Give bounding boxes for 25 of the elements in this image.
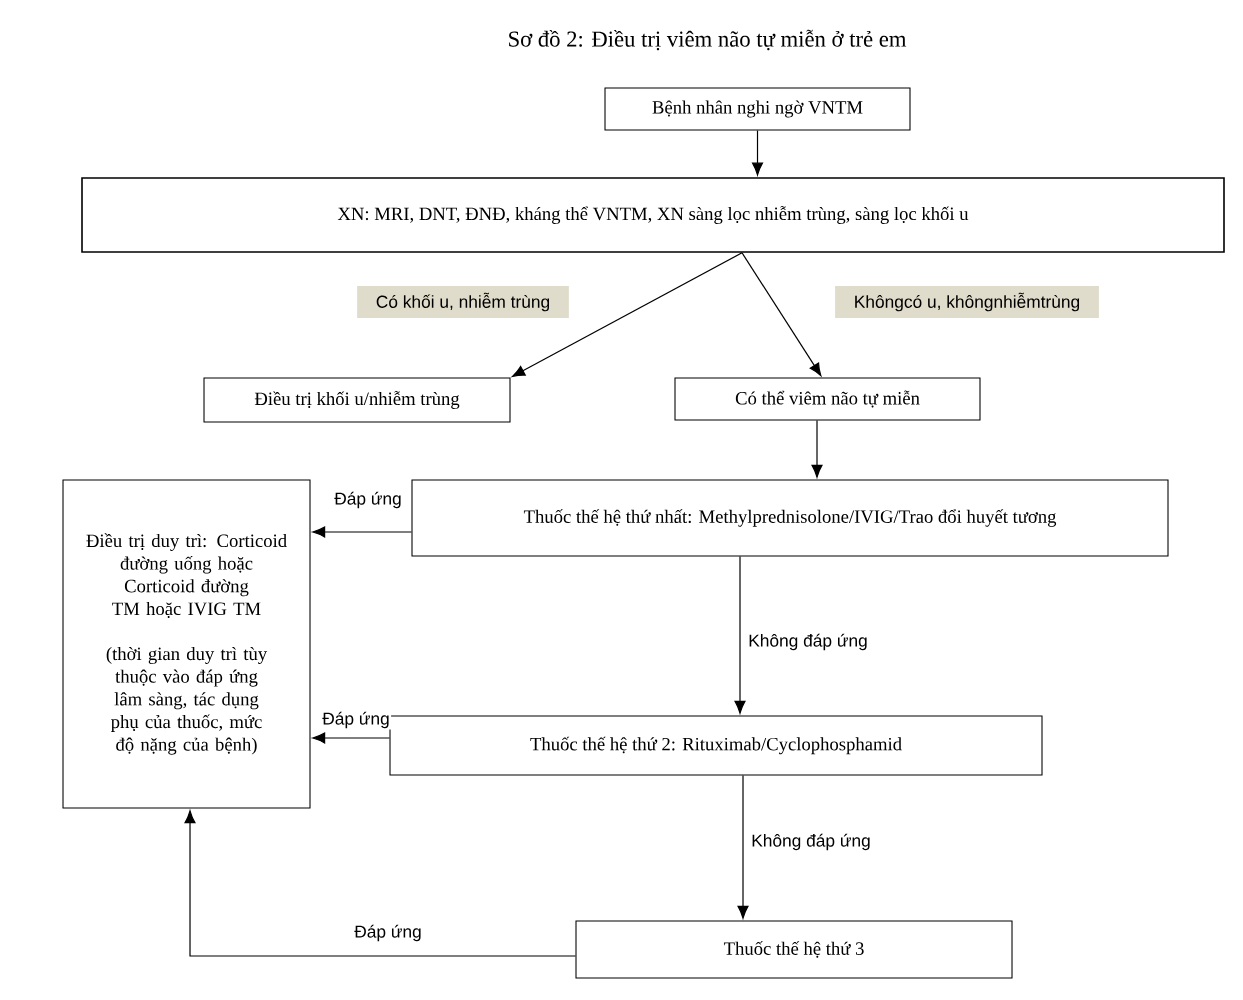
edge-label: Đáp ứng	[320, 710, 392, 730]
edge-label: Khôngcó u, khôngnhiễmtrùng	[835, 286, 1099, 318]
arrow	[511, 252, 743, 377]
process-box: Bệnh nhân nghi ngờ VNTM	[604, 87, 911, 131]
process-box: Có thể viêm não tự miễn	[674, 377, 981, 421]
process-box: Thuốc thế hệ thứ 2: Rituximab/Cyclophosphamid	[389, 715, 1043, 776]
arrow	[752, 129, 763, 176]
arrow	[312, 526, 413, 538]
arrow	[811, 419, 823, 478]
edge-label: Đáp ứng	[332, 490, 404, 510]
arrow	[741, 252, 822, 377]
process-box: Điều trị khối u/nhiễm trùng	[203, 377, 511, 423]
process-box: Thuốc thế hệ thứ nhất: Methylprednisolone/IVIG/Trao đổi huyết tương	[411, 479, 1169, 557]
arrow	[312, 732, 391, 744]
arrow	[184, 810, 577, 957]
edge-label: Có khối u, nhiễm trùng	[357, 286, 569, 318]
edge-label: Đáp ứng	[352, 923, 424, 943]
arrow	[734, 555, 746, 714]
edge-label: Không đáp ứng	[746, 632, 870, 652]
process-box: Điều trị duy trì: Corticoid đường uống hoặc Corticoid đường TM hoặc IVIG TM (thời gian duy trì tùy thuộc vào đáp ứng lâm sàng, tác dụng phụ của thuốc, mức độ nặng của bệnh)	[62, 479, 311, 809]
edge-label: Không đáp ứng	[749, 832, 873, 852]
process-box: Thuốc thế hệ thứ 3	[575, 920, 1013, 979]
title: Sơ đồ 2: Điều trị viêm não tự miễn ở trẻ em	[509, 29, 907, 51]
arrow	[737, 774, 749, 919]
process-box: XN: MRI, DNT, ĐNĐ, kháng thể VNTM, XN sàng lọc nhiễm trùng, sàng lọc khối u	[81, 177, 1225, 253]
